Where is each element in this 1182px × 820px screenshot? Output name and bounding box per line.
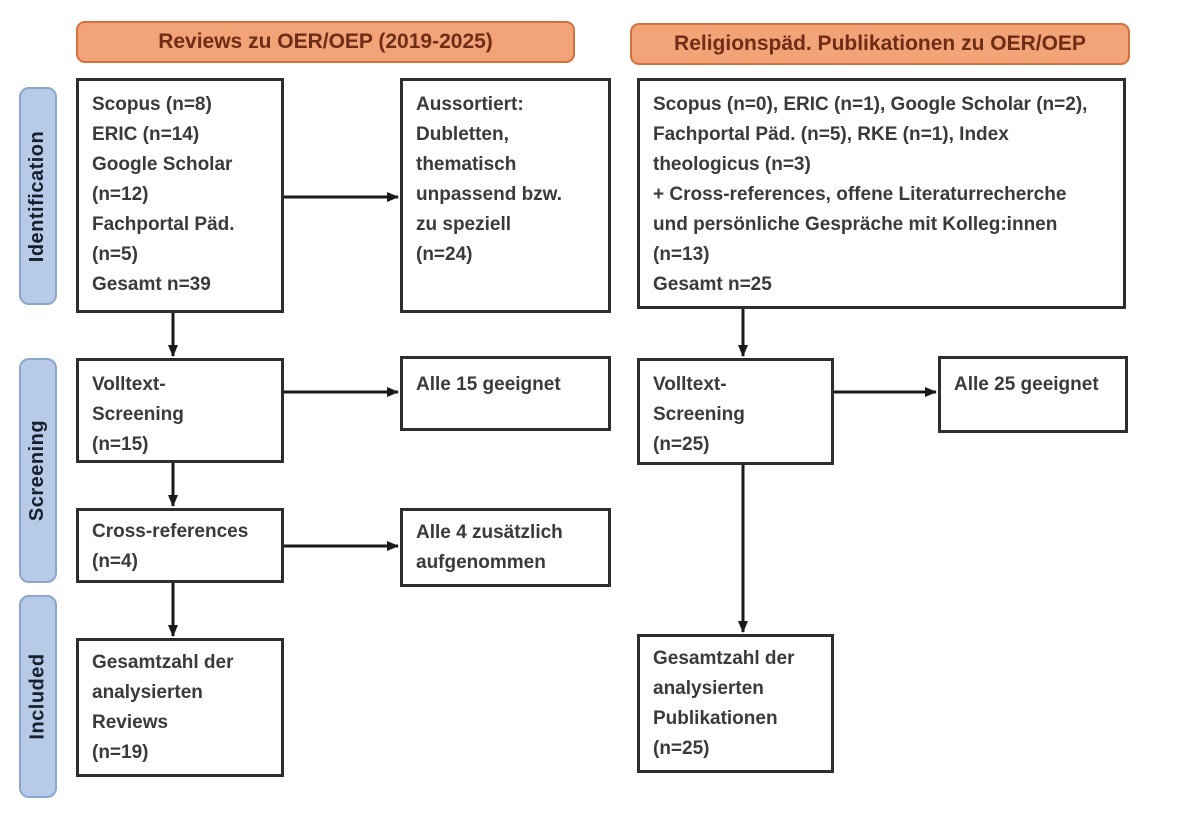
box-text-line: thematisch	[416, 154, 517, 175]
box-left-fulltext-result: Alle 15 geeignet	[400, 356, 611, 431]
box-text-line: Volltext-	[653, 374, 727, 395]
box-text-line: (n=24)	[416, 244, 473, 265]
box-text-line: Alle 25 geeignet	[954, 374, 1099, 395]
box-left-sources: Scopus (n=8) ERIC (n=14) Google Scholar (n=…	[76, 78, 284, 313]
stage-label-text: Identification	[26, 130, 49, 262]
box-text-line: Alle 4 zusätzlich	[416, 522, 563, 543]
box-text-line: (n=15)	[92, 434, 149, 455]
box-left-fulltext-screening: Volltext- Screening (n=15)	[76, 358, 284, 463]
box-text-line: Aussortiert:	[416, 94, 524, 115]
box-text-line: Fachportal Päd. (n=5), RKE (n=1), Index	[653, 124, 1009, 145]
box-text-line: Reviews	[92, 712, 169, 733]
stage-label-text: Screening	[26, 419, 49, 522]
box-text-line: Publikationen	[653, 708, 778, 729]
box-text-line: Screening	[92, 404, 184, 425]
box-right-fulltext-result: Alle 25 geeignet	[938, 356, 1128, 433]
stage-label-text: Included	[26, 653, 49, 740]
box-text-line: (n=25)	[653, 434, 710, 455]
box-left-excluded: Aussortiert: Dubletten, thematisch unpassen…	[400, 78, 611, 313]
box-text-line: (n=19)	[92, 742, 149, 763]
box-text-line: Fachportal Päd.	[92, 214, 235, 235]
box-text-line: Dubletten,	[416, 124, 509, 145]
box-text-line: (n=13)	[653, 244, 710, 265]
box-text-line: und persönliche Gespräche mit Kolleg:inn…	[653, 214, 1058, 235]
box-text-line: Cross-references	[92, 521, 249, 542]
box-left-crossref-result: Alle 4 zusätzlich aufgenommen	[400, 508, 611, 587]
stage-label-included: Included	[19, 595, 57, 798]
box-text-line: aufgenommen	[416, 552, 546, 573]
stage-label-screening: Screening	[19, 358, 57, 583]
box-text-line: zu speziell	[416, 214, 512, 235]
box-text-line: Gesamt n=25	[653, 274, 772, 295]
strand-header-reviews: Reviews zu OER/OEP (2019-2025)	[76, 21, 575, 63]
box-right-fulltext-screening: Volltext- Screening (n=25)	[637, 358, 834, 465]
box-text-line: (n=5)	[92, 244, 138, 265]
box-text-line: Alle 15 geeignet	[416, 374, 561, 395]
box-text-line: theologicus (n=3)	[653, 154, 811, 175]
box-text-line: ERIC (n=14)	[92, 124, 200, 145]
box-text-line: (n=25)	[653, 738, 710, 759]
box-text-line: + Cross-references, offene Literaturrech…	[653, 184, 1067, 205]
box-text-line: Volltext-	[92, 374, 166, 395]
box-text-line: Scopus (n=8)	[92, 94, 212, 115]
box-text-line: Gesamt n=39	[92, 274, 211, 295]
box-right-sources: Scopus (n=0), ERIC (n=1), Google Scholar…	[637, 78, 1126, 309]
box-text-line: unpassend bzw.	[416, 184, 563, 205]
box-text-line: analysierten	[653, 678, 764, 699]
box-text-line: Scopus (n=0), ERIC (n=1), Google Scholar…	[653, 94, 1088, 115]
box-text-line: Google Scholar	[92, 154, 233, 175]
strand-header-religionspaed: Religionspäd. Publikationen zu OER/OEP	[630, 23, 1130, 65]
box-text-line: analysierten	[92, 682, 203, 703]
box-left-crossreferences: Cross-references (n=4)	[76, 508, 284, 583]
box-text-line: (n=12)	[92, 184, 149, 205]
stage-label-identification: Identification	[19, 87, 57, 305]
box-text-line: (n=4)	[92, 551, 138, 572]
box-text-line: Gesamtzahl der	[92, 652, 234, 673]
box-text-line: Gesamtzahl der	[653, 648, 795, 669]
box-text-line: Screening	[653, 404, 745, 425]
